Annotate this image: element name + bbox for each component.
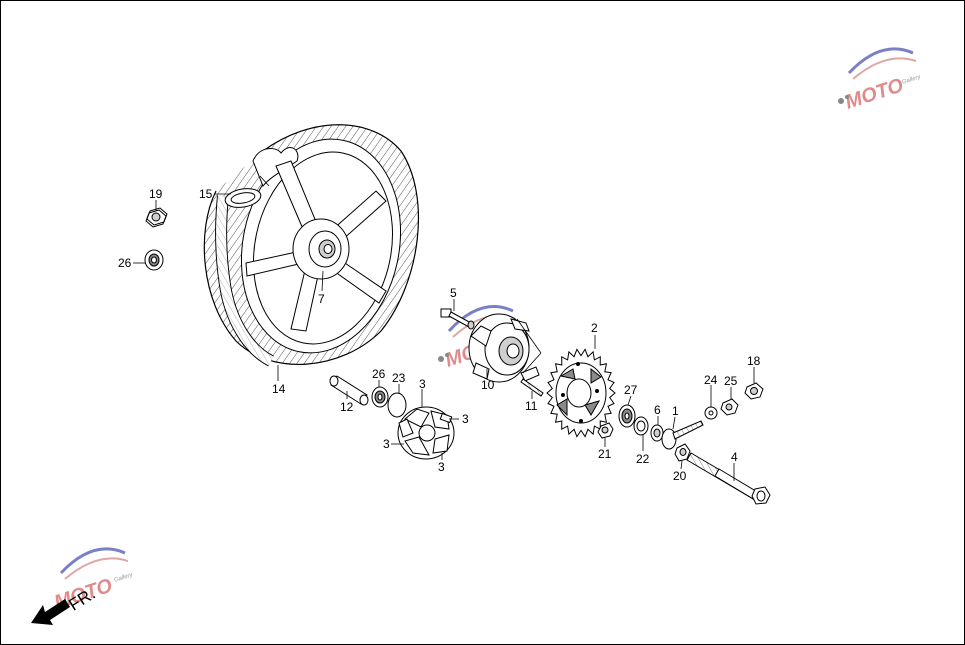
callout-20: 20 <box>673 469 687 483</box>
callout-2: 2 <box>591 321 598 335</box>
nut-25 <box>720 398 739 416</box>
spacer-12 <box>329 375 369 406</box>
callout-18: 18 <box>747 354 761 368</box>
callout-3-top: 3 <box>419 377 426 391</box>
callout-3-bottom: 3 <box>438 460 445 474</box>
axle-4 <box>686 452 771 505</box>
damper-set-3 <box>397 406 455 460</box>
callout-5: 5 <box>450 286 457 300</box>
bearing-26-left <box>144 249 164 271</box>
sprocket-flange-10 <box>468 313 542 383</box>
collar-6 <box>650 424 664 442</box>
bearing-26-center <box>371 386 389 408</box>
seal-22 <box>633 416 649 436</box>
callout-11: 11 <box>525 399 538 413</box>
watermark-brand: MOTO <box>843 74 907 113</box>
chain-adjuster-1 <box>661 420 704 450</box>
watermark-sub: Gallery <box>901 74 922 86</box>
callout-10: 10 <box>481 378 495 392</box>
watermark-sub: Gallery <box>113 572 134 584</box>
callout-4: 4 <box>731 450 738 464</box>
callout-23: 23 <box>392 371 406 385</box>
bearing-27 <box>618 404 636 428</box>
leader-lines <box>133 193 755 481</box>
callout-6: 6 <box>654 403 661 417</box>
callout-12: 12 <box>340 400 354 414</box>
callout-19: 19 <box>149 187 163 201</box>
callout-21: 21 <box>598 447 612 461</box>
callout-26-center: 26 <box>372 367 386 381</box>
callout-1: 1 <box>672 404 679 418</box>
o-ring-23 <box>387 392 407 418</box>
watermark-logo-top-right: MOTO Gallery <box>838 47 922 114</box>
stud-11 <box>520 378 544 397</box>
callout-25: 25 <box>724 374 738 388</box>
callout-7: 7 <box>318 292 325 306</box>
tire-cutaway <box>252 147 299 187</box>
callout-26-left: 26 <box>118 256 132 270</box>
callout-14: 14 <box>272 382 286 396</box>
callout-27: 27 <box>624 383 638 397</box>
sprocket-2 <box>546 348 616 438</box>
wheel-assembly <box>203 124 420 367</box>
callout-24: 24 <box>704 373 718 387</box>
front-arrow-icon <box>31 599 70 625</box>
nut-19 <box>145 207 168 228</box>
nut-18 <box>744 382 764 400</box>
callout-3-left: 3 <box>383 437 390 451</box>
nut-21 <box>597 422 614 439</box>
nut-20 <box>674 443 691 462</box>
callout-3-right: 3 <box>462 412 469 426</box>
callout-labels: 19 15 26 7 14 5 10 11 12 26 23 3 3 3 3 2… <box>118 187 761 483</box>
washer-24 <box>704 406 718 420</box>
callout-22: 22 <box>636 452 650 466</box>
bolt-5 <box>440 308 475 330</box>
callout-15: 15 <box>199 187 213 201</box>
